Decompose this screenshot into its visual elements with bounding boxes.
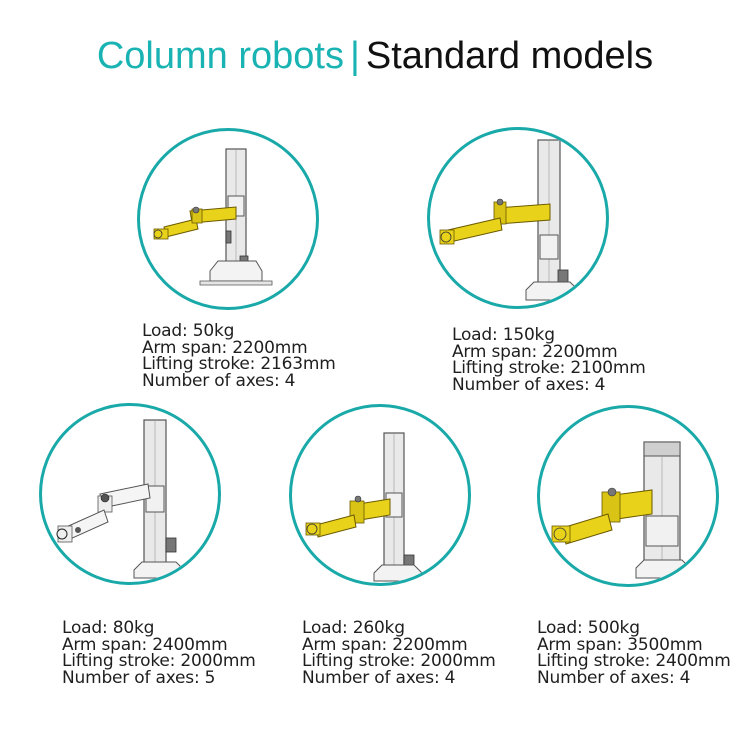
robot-image-3 — [39, 403, 221, 585]
spec-lifting-stroke: Lifting stroke: 2100mm — [452, 358, 646, 378]
robot-illustration-5 — [551, 441, 691, 579]
spec-axes: Number of axes: 4 — [302, 667, 456, 688]
title-part-1: Column robots — [96, 35, 344, 77]
title-part-2: Standard models — [365, 35, 654, 77]
spec-arm-span: Arm span: 2200mm — [142, 337, 308, 358]
model-specs-2: Load: 150kg Arm span: 2200mm Lifting str… — [452, 327, 646, 393]
spec-arm-span: Arm span: 3500mm — [537, 634, 703, 655]
spec-lifting-stroke: Lifting stroke: 2000mm — [302, 651, 496, 671]
spec-load: Load: 150kg — [452, 325, 555, 345]
spec-load: Load: 500kg — [537, 618, 640, 638]
spec-axes: Number of axes: 4 — [142, 370, 296, 391]
spec-axes: Number of axes: 4 — [537, 667, 691, 688]
title-separator: | — [349, 35, 360, 77]
spec-load: Load: 80kg — [62, 618, 155, 638]
spec-lifting-stroke: Lifting stroke: 2000mm — [62, 651, 256, 671]
spec-load: Load: 50kg — [142, 321, 235, 341]
spec-axes: Number of axes: 5 — [62, 667, 216, 688]
model-specs-4: Load: 260kg Arm span: 2200mm Lifting str… — [302, 620, 496, 686]
robot-illustration-1 — [153, 148, 273, 286]
page-title: Column robots|Standard models — [0, 30, 750, 82]
spec-load: Load: 260kg — [302, 618, 405, 638]
spec-axes: Number of axes: 4 — [452, 374, 606, 395]
robot-image-2 — [427, 127, 609, 309]
robot-illustration-3 — [56, 419, 185, 579]
robot-illustration-2 — [439, 139, 579, 301]
robot-image-5 — [537, 405, 719, 587]
robot-image-1 — [137, 128, 319, 310]
spec-arm-span: Arm span: 2200mm — [302, 634, 468, 655]
model-specs-5: Load: 500kg Arm span: 3500mm Lifting str… — [537, 620, 731, 686]
spec-arm-span: Arm span: 2200mm — [452, 341, 618, 362]
spec-lifting-stroke: Lifting stroke: 2163mm — [142, 354, 336, 374]
model-specs-1: Load: 50kg Arm span: 2200mm Lifting stro… — [142, 323, 336, 389]
model-specs-3: Load: 80kg Arm span: 2400mm Lifting stro… — [62, 620, 256, 686]
spec-arm-span: Arm span: 2400mm — [62, 634, 228, 655]
robot-image-4 — [289, 404, 471, 586]
spec-lifting-stroke: Lifting stroke: 2400mm — [537, 651, 731, 671]
robot-illustration-4 — [305, 432, 423, 582]
